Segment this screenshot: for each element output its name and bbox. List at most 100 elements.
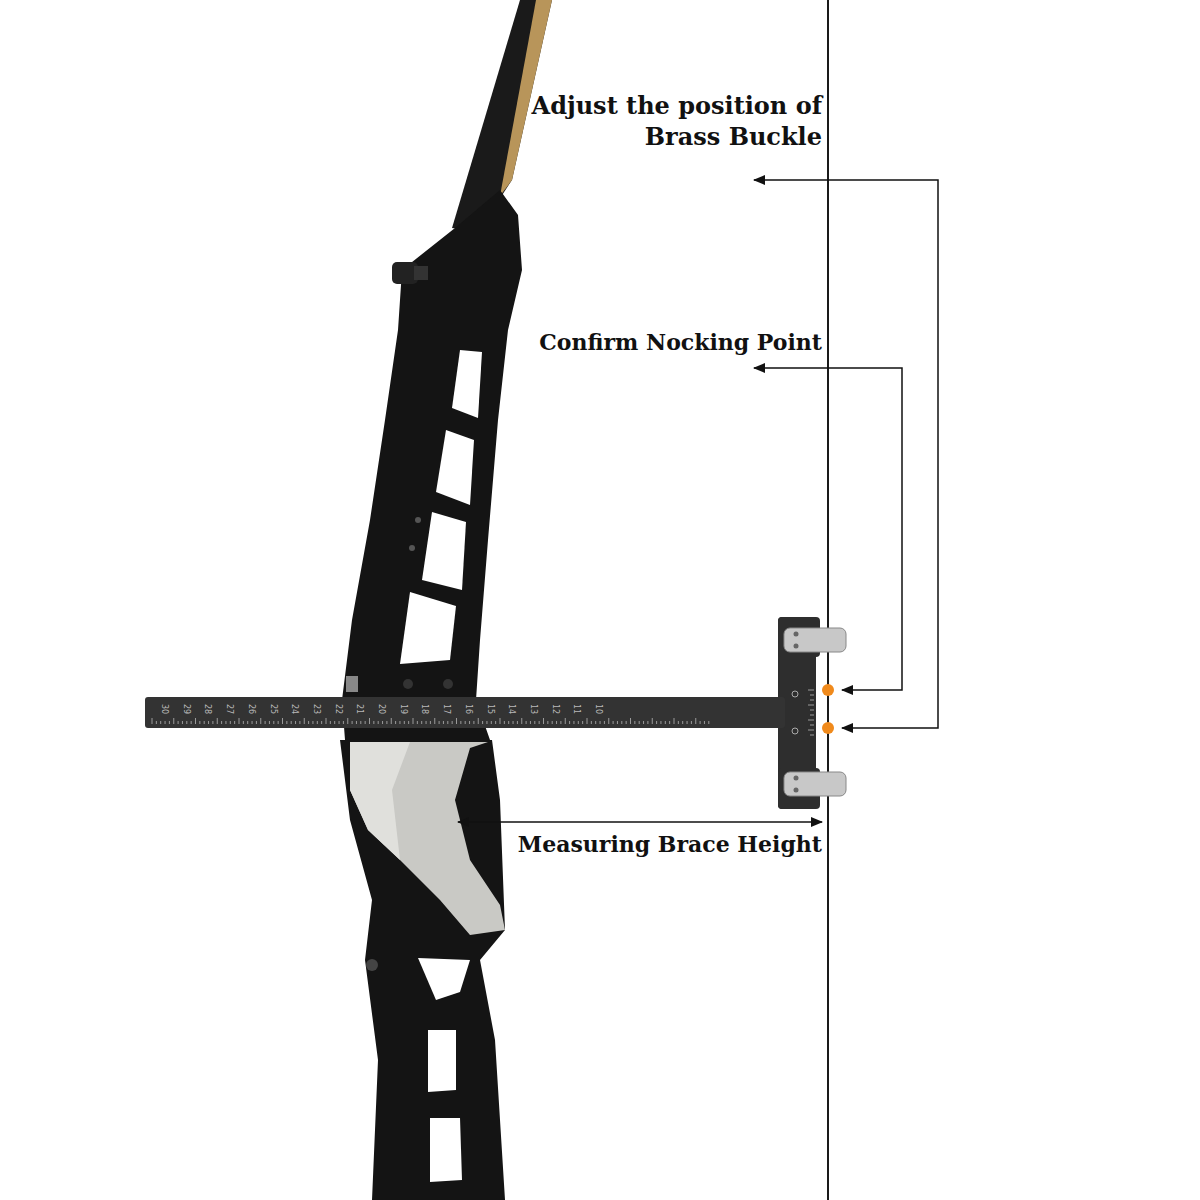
ruler-tick: [456, 718, 457, 724]
ruler-tick: [652, 718, 653, 724]
ruler-tick: [404, 721, 405, 724]
ruler-tick: [199, 721, 200, 724]
ruler-tick: [565, 718, 566, 724]
riser: [342, 190, 522, 740]
ruler-tick: [600, 721, 601, 724]
ruler-tick: [534, 721, 535, 724]
ruler-number: 17: [442, 704, 450, 714]
ruler-tick: [569, 721, 570, 724]
ruler-tick: [426, 721, 427, 724]
ruler-tick: [417, 721, 418, 724]
ruler-tick: [260, 718, 261, 724]
ruler-tick: [691, 721, 692, 724]
ruler-tick: [195, 718, 196, 724]
ruler-tick: [634, 721, 635, 724]
plate-mark: [792, 728, 798, 734]
ruler-tick: [273, 721, 274, 724]
ruler-number: 12: [551, 704, 559, 714]
ruler-tick: [165, 721, 166, 724]
ruler-tick: [356, 721, 357, 724]
ruler-tick: [421, 721, 422, 724]
ruler-number: 16: [464, 704, 472, 714]
ruler-tick: [465, 721, 466, 724]
ruler-number: 22: [334, 704, 342, 714]
callout-text: Measuring Brace Height: [442, 830, 822, 859]
riser-cutout: [422, 512, 466, 590]
ruler-tick: [539, 721, 540, 724]
ruler-tick: [382, 721, 383, 724]
ruler-tick: [439, 721, 440, 724]
ruler-tick: [330, 721, 331, 724]
ruler-tick: [225, 721, 226, 724]
lower-riser: [340, 740, 505, 1200]
ruler-tick: [299, 721, 300, 724]
string-clip: [784, 772, 846, 796]
ruler-tick: [308, 721, 309, 724]
ruler-tick: [486, 721, 487, 724]
ruler-tick: [256, 721, 257, 724]
ruler-tick: [360, 721, 361, 724]
brass-buckle-dot: [822, 722, 834, 734]
ruler-tick: [230, 721, 231, 724]
ruler-tick: [391, 718, 392, 724]
knob-stem: [414, 266, 428, 280]
ruler-tick: [434, 718, 435, 724]
ruler-number: 25: [269, 704, 277, 714]
ruler-number: 24: [290, 704, 298, 714]
ruler-tick: [286, 721, 287, 724]
leader-line: [754, 368, 902, 690]
ruler-tick: [173, 718, 174, 724]
callout-text: Confirm Nocking Point: [462, 328, 822, 357]
ruler-tick: [469, 721, 470, 724]
ruler-tick: [312, 721, 313, 724]
ruler-number: 21: [355, 704, 363, 714]
ruler-tick: [674, 718, 675, 724]
ruler-tick: [482, 721, 483, 724]
ruler-tick: [504, 721, 505, 724]
ruler-tick: [621, 721, 622, 724]
ruler-tick: [613, 721, 614, 724]
ruler-tick: [478, 718, 479, 724]
ruler-tick: [339, 721, 340, 724]
ruler-tick: [326, 718, 327, 724]
ruler-tick: [278, 721, 279, 724]
grip: [350, 742, 505, 935]
ruler-tick: [560, 721, 561, 724]
ruler-tick: [556, 721, 557, 724]
ruler-tick: [186, 721, 187, 724]
square-ruler: [145, 697, 785, 728]
ruler-tick: [182, 721, 183, 724]
ruler-tick: [352, 721, 353, 724]
ruler-tick: [687, 721, 688, 724]
ruler-tick: [208, 721, 209, 724]
ruler-number: 30: [160, 704, 168, 714]
leader-line: [754, 180, 938, 728]
mount-bolt: [346, 676, 358, 692]
ruler-tick: [617, 721, 618, 724]
ruler-number: 13: [529, 704, 537, 714]
ruler-tick: [413, 718, 414, 724]
ruler-tick: [608, 718, 609, 724]
plate-mark: [792, 691, 798, 697]
ruler-tick: [578, 721, 579, 724]
clip-rivet: [794, 632, 799, 637]
ruler-tick: [408, 721, 409, 724]
ruler-tick: [547, 721, 548, 724]
ruler-tick: [704, 721, 705, 724]
ruler-tick: [452, 721, 453, 724]
ruler-tick: [343, 721, 344, 724]
string-clip: [784, 628, 846, 652]
ruler-tick: [221, 721, 222, 724]
ruler-tick: [169, 721, 170, 724]
ruler-tick: [495, 721, 496, 724]
ruler-tick: [582, 721, 583, 724]
ruler-number: 14: [507, 704, 515, 714]
riser-screw: [366, 959, 378, 971]
riser-screw: [403, 679, 413, 689]
ruler-tick: [239, 718, 240, 724]
ruler-tick: [247, 721, 248, 724]
ruler-tick: [708, 721, 709, 724]
ruler-tick: [604, 721, 605, 724]
